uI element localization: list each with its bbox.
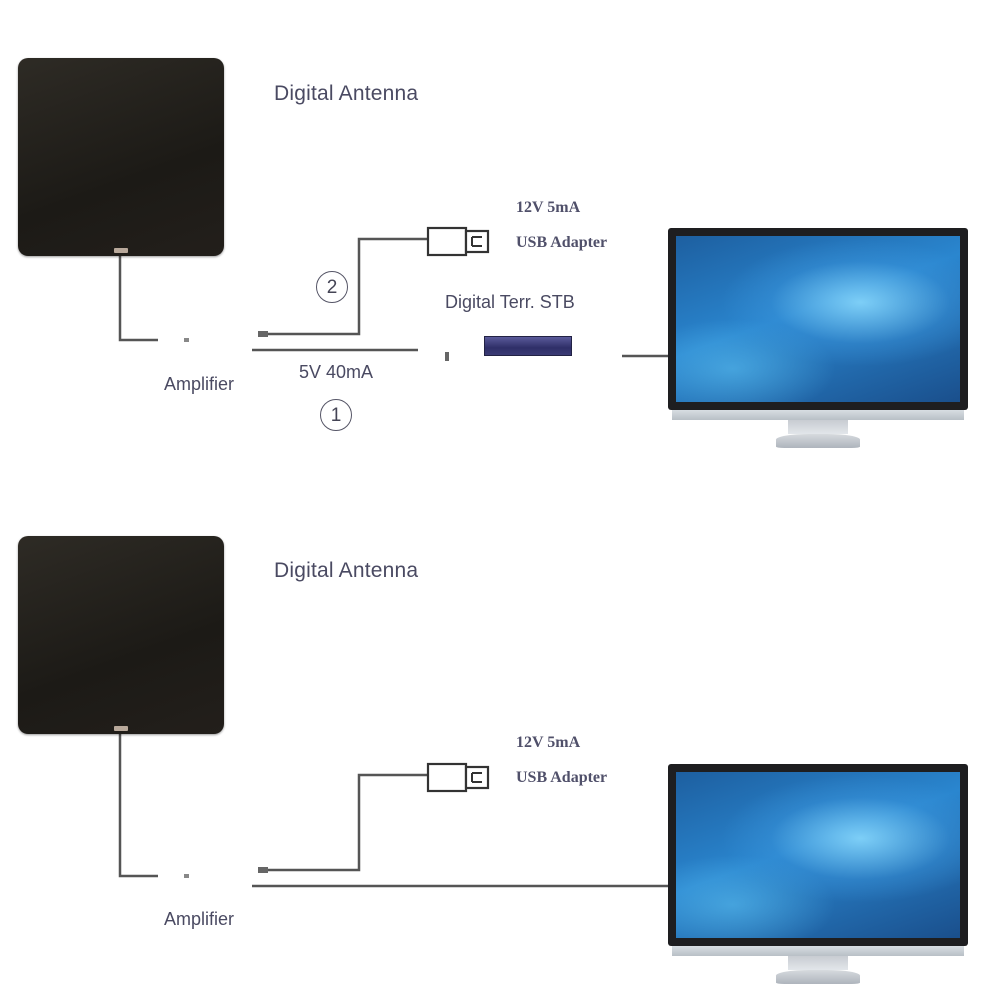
antenna-logo — [114, 248, 128, 253]
monitor-chin — [672, 946, 964, 956]
adapter-voltage-label: 12V 5mA — [516, 734, 581, 751]
monitor-screen — [676, 236, 960, 402]
setup-diagram-with-stb: Digital Antenna 12V 5mA USB Adapter Digi… — [0, 0, 1000, 490]
usb-adapter-label: USB Adapter — [516, 234, 608, 251]
antenna-cable — [118, 256, 158, 342]
usb-cable-plug — [258, 331, 268, 337]
power-label: 5V 40mA — [299, 362, 374, 382]
monitor-chin — [672, 410, 964, 420]
step-one-marker: 1 — [320, 399, 352, 431]
digital-antenna — [18, 58, 224, 256]
usb-cable-plug — [258, 867, 268, 873]
monitor-neck — [788, 956, 848, 970]
usb-cable — [258, 773, 428, 872]
setup-diagram-direct: Digital Antenna 12V 5mA USB Adapter Ampl… — [0, 478, 1000, 984]
digital-antenna — [18, 536, 224, 734]
wiring — [118, 734, 668, 888]
usb-adapter-label: USB Adapter — [516, 769, 608, 786]
stb-label: Digital Terr. STB — [445, 292, 575, 312]
adapter-voltage-label: 12V 5mA — [516, 199, 581, 216]
usb-plug-icon — [426, 762, 490, 793]
usb-cable — [258, 237, 428, 336]
set-top-box — [484, 336, 572, 356]
antenna-label: Digital Antenna — [274, 559, 419, 582]
monitor-screen — [676, 772, 960, 938]
monitor-neck — [788, 420, 848, 434]
step-two-marker: 2 — [316, 271, 348, 303]
wiring — [118, 226, 668, 361]
amplifier-jack — [184, 338, 189, 342]
amplifier-label: Amplifier — [164, 909, 235, 929]
tv-monitor — [668, 228, 968, 453]
monitor-base — [776, 434, 860, 448]
antenna-cable — [118, 734, 158, 878]
amplifier-label: Amplifier — [164, 374, 235, 394]
tv-monitor — [668, 764, 968, 989]
antenna-label: Digital Antenna — [274, 82, 419, 105]
amplifier-jack — [184, 874, 189, 878]
monitor-base — [776, 970, 860, 984]
antenna-logo — [114, 726, 128, 731]
usb-plug-icon — [426, 226, 490, 257]
coax-connector — [445, 352, 449, 361]
